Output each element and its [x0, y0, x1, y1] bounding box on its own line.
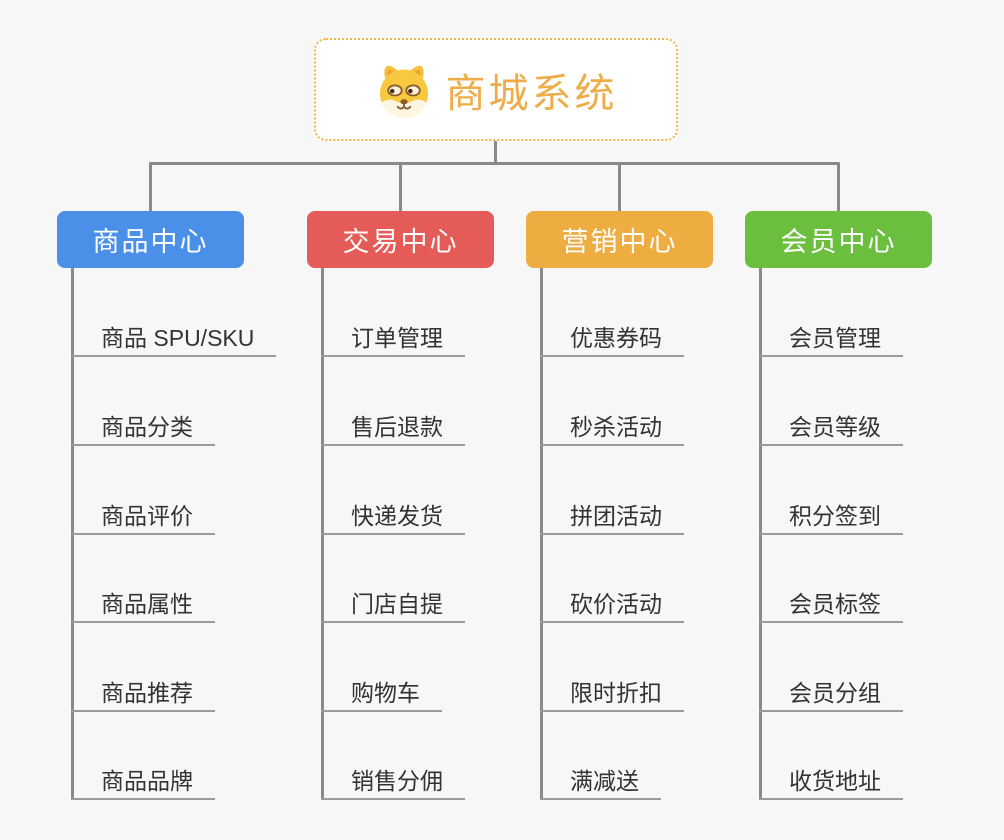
child-item-coupon-code[interactable]: 优惠券码: [540, 322, 684, 357]
child-item-product-spu-sku[interactable]: 商品 SPU/SKU: [71, 322, 277, 357]
connector-drop-product: [149, 162, 152, 212]
child-item-bargain-activity[interactable]: 砍价活动: [540, 588, 684, 623]
child-item-member-group[interactable]: 会员分组: [759, 677, 903, 712]
branch-header-member-center[interactable]: 会员中心: [745, 211, 932, 268]
child-item-points-checkin[interactable]: 积分签到: [759, 500, 903, 535]
dog-face-icon: [379, 65, 428, 118]
child-item-product-attribute[interactable]: 商品属性: [71, 588, 215, 623]
branch-header-marketing-center[interactable]: 营销中心: [526, 211, 713, 268]
child-item-member-level[interactable]: 会员等级: [759, 411, 903, 446]
child-item-sales-commission[interactable]: 销售分佣: [321, 765, 465, 800]
connector-drop-marketing: [618, 162, 621, 212]
branch-header-trade-center[interactable]: 交易中心: [307, 211, 494, 268]
child-item-group-buy[interactable]: 拼团活动: [540, 500, 684, 535]
child-item-product-category[interactable]: 商品分类: [71, 411, 215, 446]
root-node[interactable]: 商城系统: [314, 38, 678, 141]
branch-header-product-center[interactable]: 商品中心: [57, 211, 244, 268]
child-item-product-recommend[interactable]: 商品推荐: [71, 677, 215, 712]
child-item-order-management[interactable]: 订单管理: [321, 322, 465, 357]
child-item-member-tag[interactable]: 会员标签: [759, 588, 903, 623]
child-item-express-delivery[interactable]: 快递发货: [321, 500, 465, 535]
child-item-after-sales-refund[interactable]: 售后退款: [321, 411, 465, 446]
root-title: 商城系统: [445, 71, 618, 116]
connector-branch-bar: [149, 162, 840, 165]
child-item-store-pickup[interactable]: 门店自提: [321, 588, 465, 623]
connector-drop-member: [837, 162, 840, 212]
child-item-product-brand[interactable]: 商品品牌: [71, 765, 215, 800]
child-item-flash-sale[interactable]: 秒杀活动: [540, 411, 684, 446]
connector-root-trunk: [494, 139, 497, 164]
child-item-shopping-cart[interactable]: 购物车: [321, 677, 442, 712]
connector-drop-trade: [399, 162, 402, 212]
child-item-shipping-address[interactable]: 收货地址: [759, 765, 903, 800]
child-item-product-review[interactable]: 商品评价: [71, 500, 215, 535]
child-item-limited-time-discount[interactable]: 限时折扣: [540, 677, 684, 712]
child-item-member-management[interactable]: 会员管理: [759, 322, 903, 357]
child-item-full-reduction[interactable]: 满减送: [540, 765, 661, 800]
